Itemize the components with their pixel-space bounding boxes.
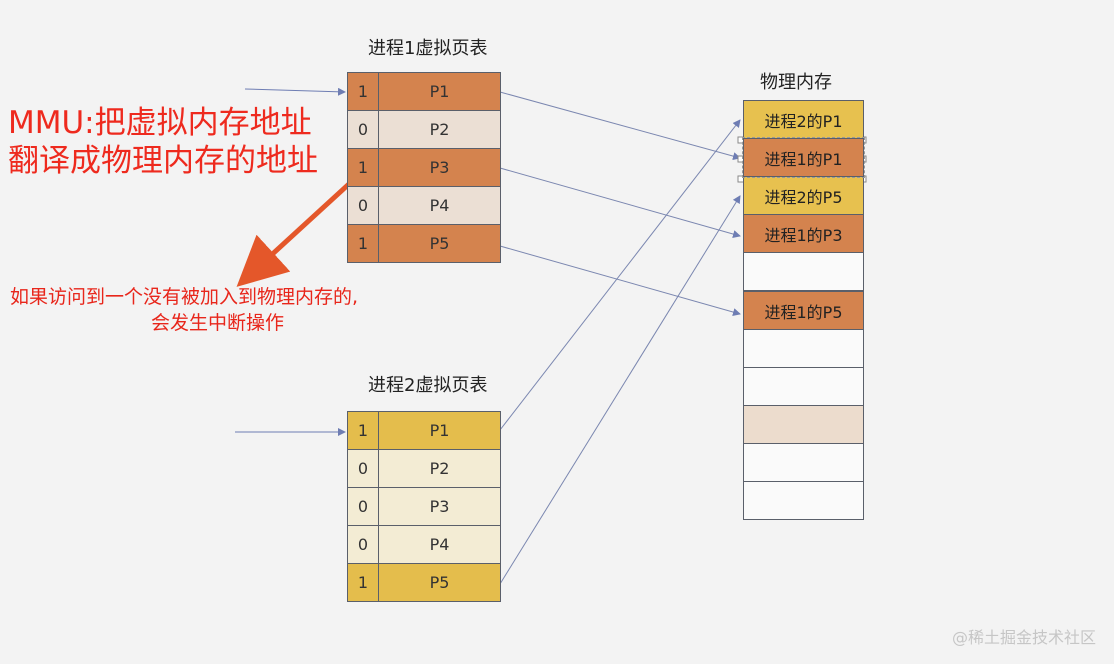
memory-frame: 进程2的P1 — [743, 100, 864, 139]
process1-valid-flag: 0 — [347, 110, 379, 149]
memory-frame: 进程1的P5 — [743, 291, 864, 330]
process1-page-label: P4 — [378, 186, 501, 225]
page-fault-note-line2: 会发生中断操作 — [151, 312, 285, 334]
map-line-p2-p1 — [499, 119, 741, 431]
process2-page-label: P2 — [378, 449, 501, 488]
process2-page-label: P1 — [378, 411, 501, 450]
process2-page-label: P4 — [378, 525, 501, 564]
memory-frame — [743, 329, 864, 368]
process2-valid-flag: 1 — [347, 411, 379, 450]
watermark: @稀土掘金技术社区 — [951, 628, 1096, 647]
process1-page-label: P2 — [378, 110, 501, 149]
process2-valid-flag: 1 — [347, 563, 379, 602]
map-line-p1-p5 — [499, 245, 741, 316]
memory-frame — [743, 367, 864, 406]
process1-page-label: P1 — [378, 72, 501, 111]
map-line-p1-p1 — [499, 91, 741, 161]
process2-page-label: P5 — [378, 563, 501, 602]
process1-valid-flag: 1 — [347, 224, 379, 263]
page-fault-note: 如果访问到一个没有被加入到物理内存的, 会发生中断操作 — [10, 284, 470, 336]
process1-table-title: 进程1虚拟页表 — [368, 38, 488, 59]
map-line-p2-p5 — [499, 195, 741, 585]
memory-frame — [743, 405, 864, 444]
process2-table-title: 进程2虚拟页表 — [368, 375, 488, 396]
process1-page-label: P5 — [378, 224, 501, 263]
process1-page-label: P3 — [378, 148, 501, 187]
memory-frame: 进程1的P3 — [743, 214, 864, 253]
process2-valid-flag: 0 — [347, 525, 379, 564]
map-line-p1-p3 — [499, 167, 741, 238]
page-fault-note-line1: 如果访问到一个没有被加入到物理内存的, — [10, 286, 359, 308]
process2-valid-flag: 0 — [347, 449, 379, 488]
pointer-arrow-process1 — [244, 87, 346, 96]
process1-valid-flag: 0 — [347, 186, 379, 225]
memory-frame: 进程2的P5 — [743, 176, 864, 215]
mmu-annotation: MMU:把虚拟内存地址 翻译成物理内存的地址 — [8, 104, 318, 180]
memory-frame — [743, 481, 864, 520]
process2-page-label: P3 — [378, 487, 501, 526]
memory-frame — [743, 443, 864, 482]
process1-valid-flag: 1 — [347, 148, 379, 187]
memory-frame: 进程1的P1 — [742, 137, 865, 178]
memory-frame — [743, 252, 864, 291]
physical-memory-title: 物理内存 — [760, 72, 832, 93]
mmu-annotation-line2: 翻译成物理内存的地址 — [8, 143, 318, 179]
mmu-annotation-line1: MMU:把虚拟内存地址 — [8, 105, 312, 141]
process2-valid-flag: 0 — [347, 487, 379, 526]
process1-valid-flag: 1 — [347, 72, 379, 111]
